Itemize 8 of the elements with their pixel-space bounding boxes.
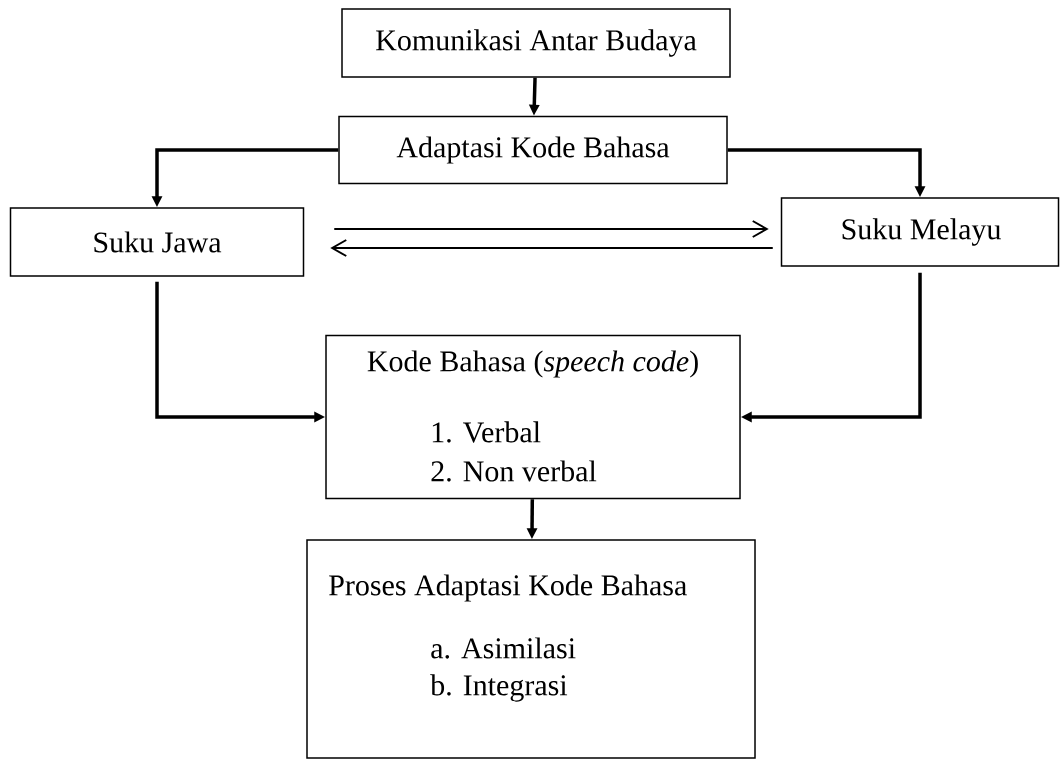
process-box: Komunikasi Antar Budaya [341, 8, 731, 78]
arrow [330, 239, 774, 257]
process-box: Suku Melayu [780, 197, 1060, 267]
process-box: Adaptasi Kode Bahasa [338, 115, 728, 185]
process-box: Proses Adaptasi Kode Bahasa a. Asimilasi b. Integrasi [306, 539, 756, 759]
process-box: Suku Jawa [9, 207, 305, 277]
process-box: Kode Bahasa (speech code) 1. Verbal 2. Non verbal [325, 334, 741, 500]
arrow [333, 220, 769, 238]
